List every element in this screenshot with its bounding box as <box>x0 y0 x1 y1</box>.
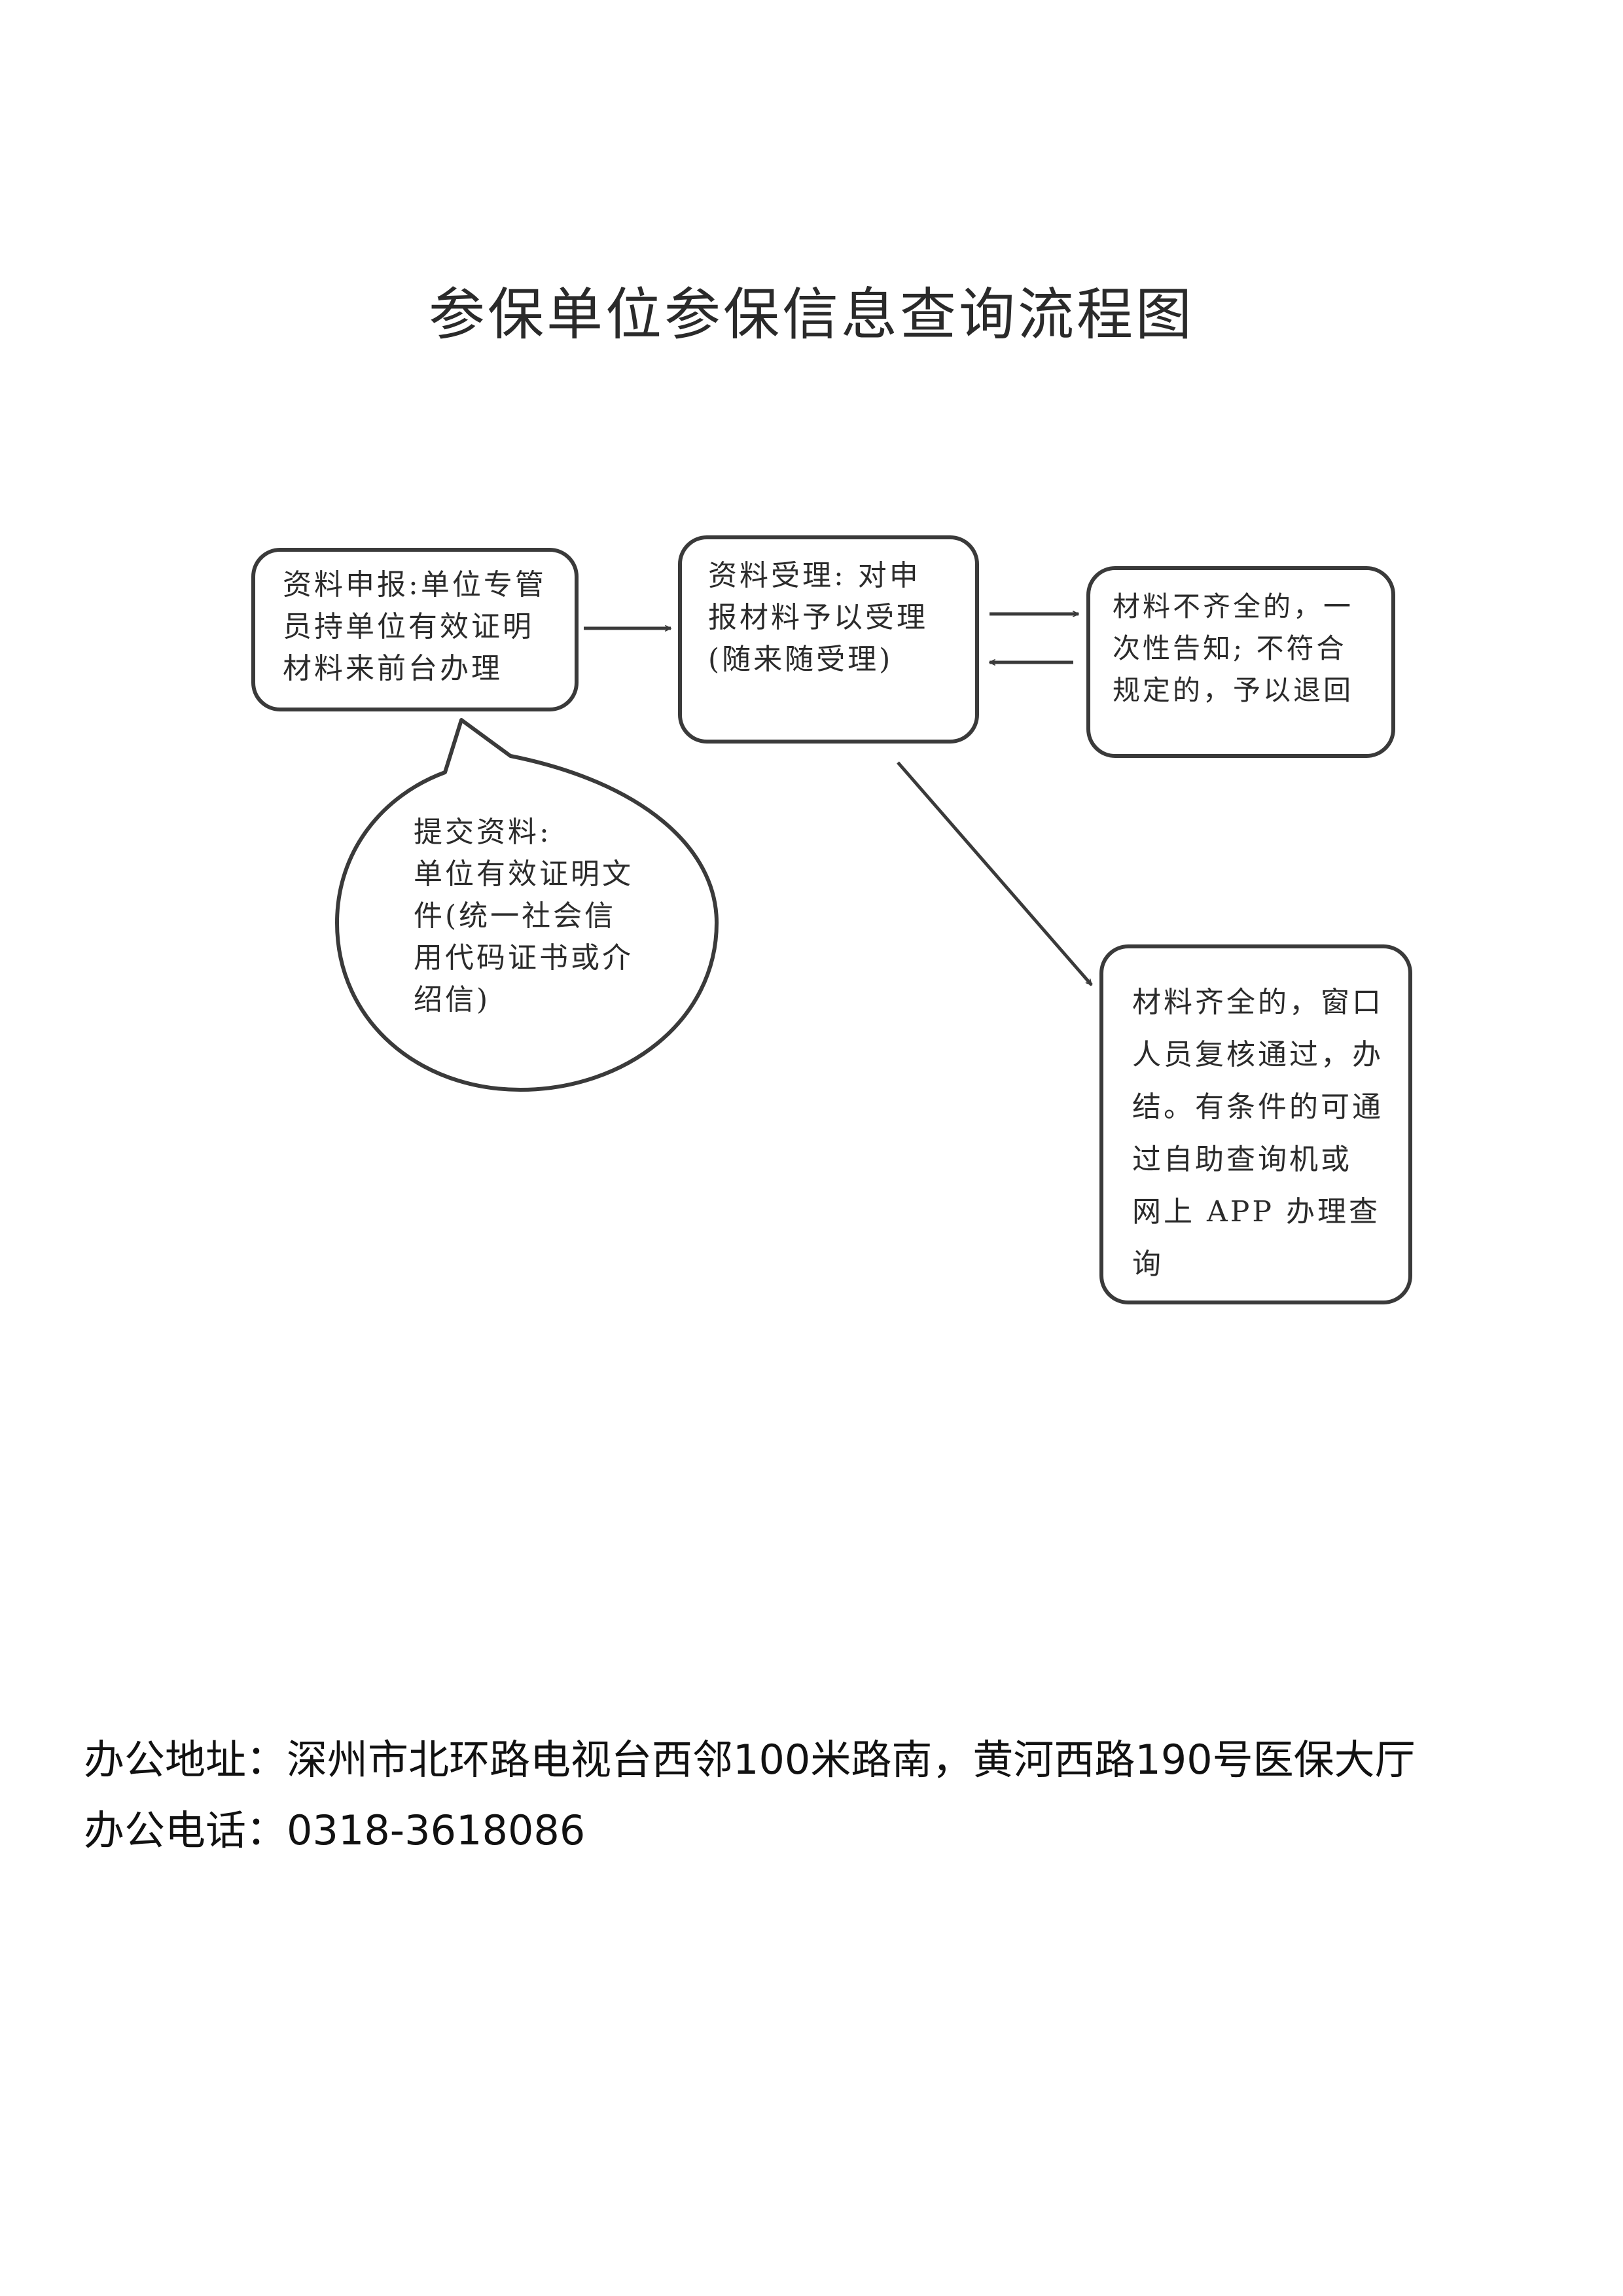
node-apply-line: 员持单位有效证明 <box>283 610 534 643</box>
node-materials-line: 件(统一社会信 <box>414 899 616 933</box>
node-accept-line: 报材料予以受理 <box>708 601 928 634</box>
node-complete-line: 人员复核通过，办 <box>1132 1038 1383 1071</box>
node-accept-text: 资料受理: 对申 报材料予以受理 (随来随受理) <box>708 555 928 681</box>
node-apply-line: 材料来前台办理 <box>283 652 503 685</box>
node-materials-line: 单位有效证明文 <box>414 857 633 891</box>
node-complete-line: 网上 APP 办理查 <box>1132 1195 1380 1229</box>
node-complete-line: 结。有条件的可通 <box>1132 1090 1383 1124</box>
node-accept-line: (随来随受理) <box>708 643 893 676</box>
node-apply-text: 资料申报:单位专管 员持单位有效证明 材料来前台办理 <box>283 564 546 690</box>
node-materials-line: 提交资料: <box>414 816 552 849</box>
node-accept <box>678 535 979 744</box>
node-incomplete-line: 材料不齐全的，一 <box>1113 590 1354 622</box>
node-complete-text: 材料齐全的，窗口 人员复核通过，办 结。有条件的可通 过自助查询机或 网上 AP… <box>1132 977 1383 1291</box>
node-incomplete <box>1086 566 1395 758</box>
node-materials-text: 提交资料: 单位有效证明文 件(统一社会信 用代码证书或介 绍信) <box>414 812 633 1021</box>
node-materials-line: 用代码证书或介 <box>414 941 633 975</box>
node-incomplete-text: 材料不齐全的，一 次性告知; 不符合 规定的，予以退回 <box>1113 586 1353 711</box>
arrow-accept-to-complete <box>897 761 1093 986</box>
node-materials-line: 绍信) <box>414 983 491 1016</box>
materials-speech-bubble <box>335 718 719 1092</box>
node-incomplete-line: 规定的，予以退回 <box>1113 674 1354 706</box>
page-title: 参保单位参保信息查询流程图 <box>429 282 1194 348</box>
node-incomplete-line: 次性告知; 不符合 <box>1113 632 1347 664</box>
node-complete-line: 材料齐全的，窗口 <box>1132 986 1383 1019</box>
office-phone: 办公电话：0318-3618086 <box>84 1806 586 1854</box>
node-complete-line: 过自助查询机或 <box>1132 1143 1352 1176</box>
office-address: 办公地址：深州市北环路电视台西邻100米路南，黄河西路190号医保大厅 <box>84 1736 1416 1784</box>
node-complete-line: 询 <box>1132 1247 1164 1281</box>
node-complete <box>1099 944 1412 1304</box>
node-accept-line: 资料受理: 对申 <box>708 559 921 592</box>
node-apply-line: 资料申报:单位专管 <box>283 568 546 601</box>
node-apply <box>251 548 579 711</box>
